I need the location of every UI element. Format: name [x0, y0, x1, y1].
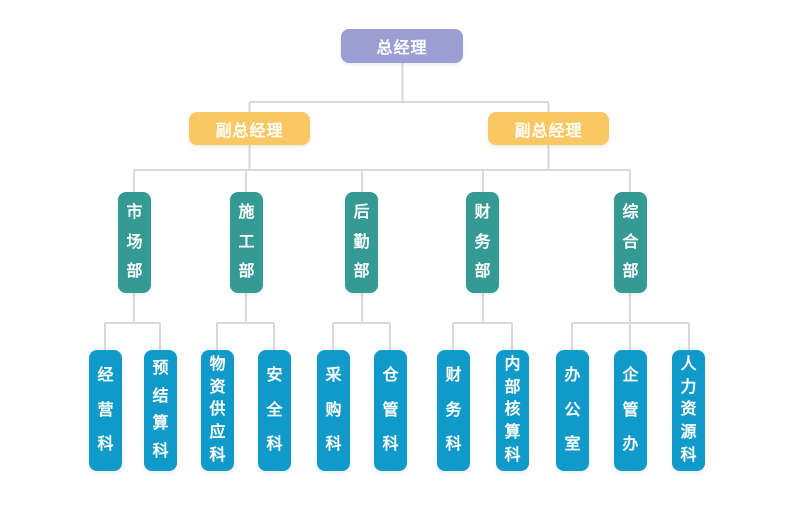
- org-node-human-resources-section[interactable]: 人力资源科: [672, 350, 705, 471]
- node-char: 管: [622, 401, 639, 419]
- node-char: 内: [504, 355, 521, 373]
- node-char: 科: [266, 435, 283, 453]
- org-node-budget-settlement-section[interactable]: 预结算科: [144, 350, 177, 471]
- node-char: 施: [238, 204, 255, 222]
- org-node-warehouse-section[interactable]: 仓管科: [374, 350, 407, 471]
- node-char: 科: [504, 447, 521, 465]
- node-char: 务: [474, 233, 491, 251]
- node-char: 部: [126, 262, 143, 280]
- node-char: 资: [680, 401, 697, 419]
- node-char: 部: [238, 262, 255, 280]
- org-node-enterprise-management-office[interactable]: 企管办: [614, 350, 647, 471]
- node-char: 安: [266, 367, 283, 385]
- node-char: 财: [445, 367, 462, 385]
- org-node-operations-section[interactable]: 经营科: [89, 350, 122, 471]
- node-char: 源: [680, 424, 697, 442]
- node-char: 科: [97, 435, 114, 453]
- org-node-construction-dept[interactable]: 施工部: [230, 192, 263, 293]
- org-node-deputy-manager-2[interactable]: 副总经理: [488, 112, 609, 145]
- node-char: 公: [564, 401, 581, 419]
- node-char: 后: [353, 204, 370, 222]
- node-char: 场: [126, 233, 143, 251]
- node-char: 物: [209, 355, 226, 373]
- node-char: 室: [564, 435, 581, 453]
- org-node-purchasing-section[interactable]: 采购科: [317, 350, 350, 471]
- node-char: 购: [325, 401, 342, 419]
- org-node-general-manager[interactable]: 总经理: [341, 29, 463, 63]
- node-char: 应: [209, 424, 226, 442]
- org-node-safety-section[interactable]: 安全科: [258, 350, 291, 471]
- node-char: 核: [504, 401, 521, 419]
- node-char: 科: [445, 435, 462, 453]
- node-char: 科: [680, 447, 697, 465]
- node-char: 营: [97, 401, 114, 419]
- node-char: 部: [474, 262, 491, 280]
- node-char: 经: [97, 367, 114, 385]
- org-node-material-supply-section[interactable]: 物资供应科: [201, 350, 234, 471]
- node-char: 合: [622, 233, 639, 251]
- node-char: 务: [445, 401, 462, 419]
- node-char: 办: [622, 435, 639, 453]
- node-char: 勤: [353, 233, 370, 251]
- org-node-finance-section[interactable]: 财务科: [437, 350, 470, 471]
- org-node-logistics-dept[interactable]: 后勤部: [345, 192, 378, 293]
- org-node-internal-accounting-section[interactable]: 内部核算科: [496, 350, 529, 471]
- node-char: 企: [622, 367, 639, 385]
- node-char: 力: [680, 378, 697, 396]
- node-char: 结: [152, 387, 169, 405]
- node-char: 办: [564, 367, 581, 385]
- node-char: 科: [382, 435, 399, 453]
- org-node-general-affairs-dept[interactable]: 综合部: [614, 192, 647, 293]
- org-node-market-dept[interactable]: 市场部: [118, 192, 151, 293]
- node-char: 综: [622, 204, 639, 222]
- node-char: 工: [238, 233, 255, 251]
- node-char: 预: [152, 360, 169, 378]
- node-char: 采: [325, 367, 342, 385]
- node-char: 算: [152, 415, 169, 433]
- node-char: 部: [622, 262, 639, 280]
- org-node-office[interactable]: 办公室: [556, 350, 589, 471]
- node-char: 财: [474, 204, 491, 222]
- node-char: 管: [382, 401, 399, 419]
- node-char: 算: [504, 424, 521, 442]
- node-char: 科: [209, 447, 226, 465]
- node-char: 部: [353, 262, 370, 280]
- org-node-deputy-manager-1[interactable]: 副总经理: [189, 112, 310, 145]
- node-char: 人: [680, 355, 697, 373]
- node-char: 全: [266, 401, 283, 419]
- node-char: 部: [504, 378, 521, 396]
- node-char: 供: [209, 401, 226, 419]
- org-node-finance-dept[interactable]: 财务部: [466, 192, 499, 293]
- node-char: 科: [325, 435, 342, 453]
- connector-path: [104, 63, 690, 350]
- node-char: 科: [152, 442, 169, 460]
- node-char: 仓: [382, 367, 399, 385]
- node-char: 市: [126, 204, 143, 222]
- node-char: 资: [209, 378, 226, 396]
